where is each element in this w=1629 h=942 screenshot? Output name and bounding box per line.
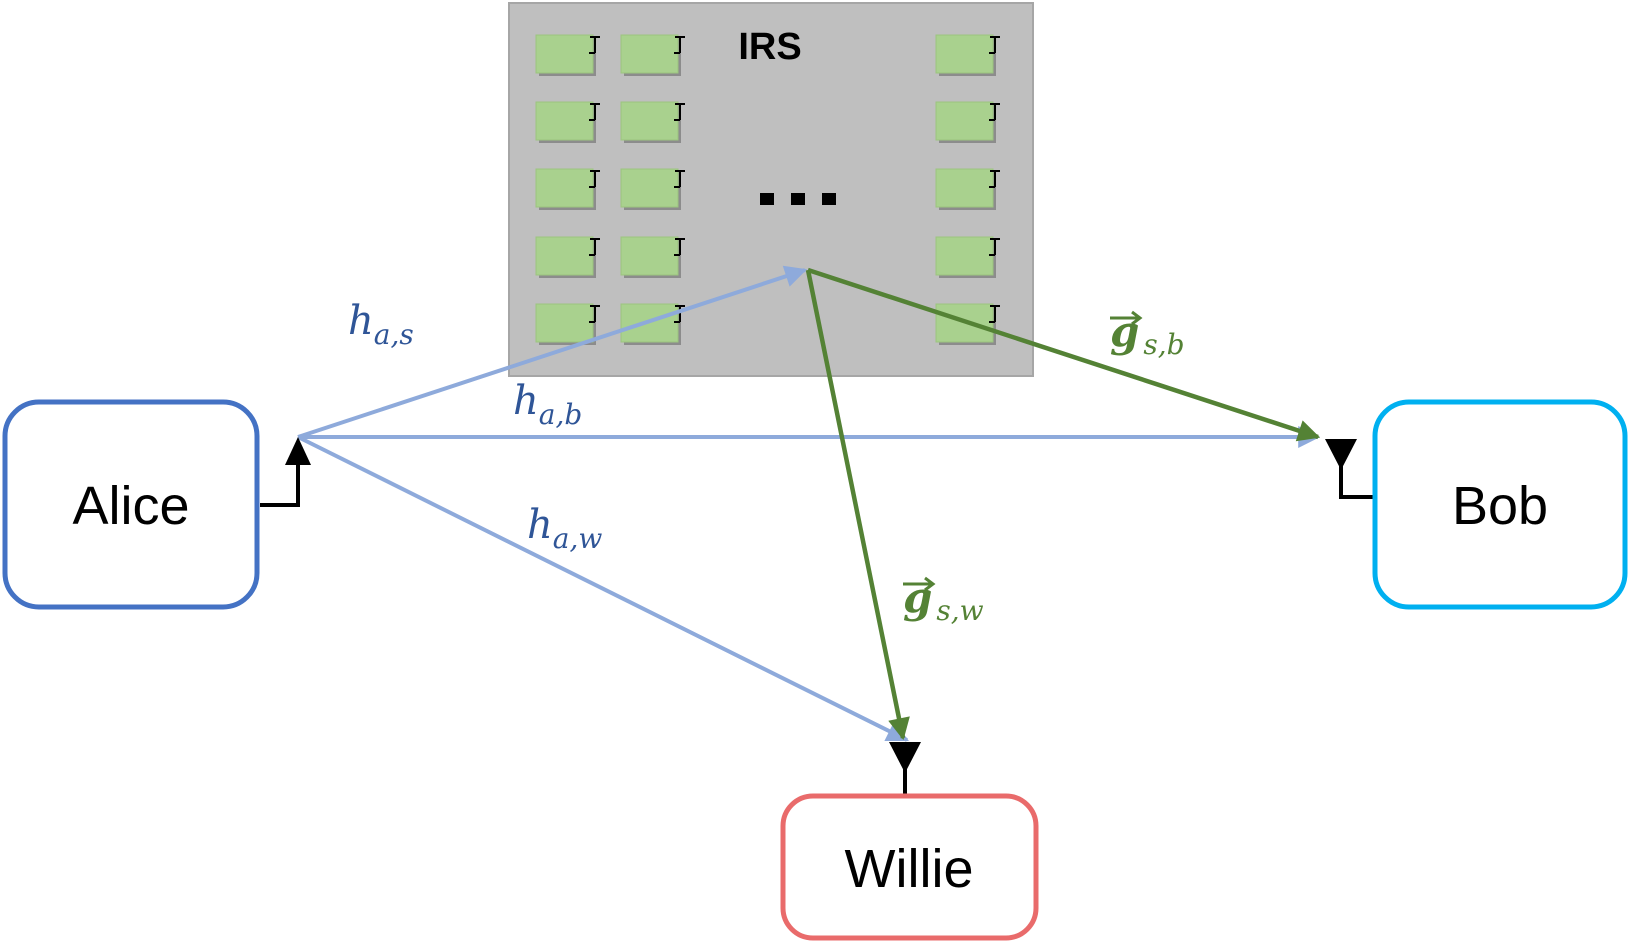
channel-h-ab-label: ha,b xyxy=(513,378,582,431)
irs-element xyxy=(620,34,685,76)
irs-element xyxy=(620,168,685,210)
channel-h-ab-sub: a,b xyxy=(539,398,583,431)
antenna-icon xyxy=(674,170,685,188)
irs-element xyxy=(620,236,685,278)
antenna-icon xyxy=(674,103,685,121)
irs-title: IRS xyxy=(738,26,801,68)
irs-element xyxy=(535,303,600,345)
irs-element xyxy=(935,303,1000,345)
antenna-icon xyxy=(589,170,600,188)
willie-antenna-icon xyxy=(889,742,921,795)
channel-g-sw-line xyxy=(805,269,910,741)
channel-h-aw-label: ha,w xyxy=(527,502,602,555)
irs-element xyxy=(535,168,600,210)
channel-g-sw-sub: s,w xyxy=(936,594,983,627)
irs-element xyxy=(620,101,685,143)
irs-element xyxy=(535,101,600,143)
antenna-icon xyxy=(674,36,685,54)
alice-antenna-icon xyxy=(260,437,311,507)
channel-g-sb-line xyxy=(807,267,1321,442)
irs-element xyxy=(535,34,600,76)
svg-text:gs,w: gs,w xyxy=(903,573,984,627)
svg-text:gs,b: gs,b xyxy=(1110,307,1185,361)
channel-h-aw-line xyxy=(297,435,909,742)
bob-node: Bob xyxy=(1372,399,1628,610)
antenna-icon xyxy=(674,238,685,256)
antenna-icon xyxy=(589,305,600,323)
antenna-icon xyxy=(589,36,600,54)
channel-h-as-line xyxy=(297,265,808,439)
bob-label: Bob xyxy=(1452,476,1548,536)
willie-node: Willie xyxy=(780,793,1039,941)
channel-h-as-main: h xyxy=(348,298,374,344)
antenna-icon xyxy=(989,238,1000,256)
vector-arrow-icon xyxy=(1110,310,1143,326)
antenna-icon xyxy=(589,103,600,121)
irs-element xyxy=(935,236,1000,278)
antenna-icon xyxy=(989,170,1000,188)
channel-h-as-sub: a,s xyxy=(374,318,414,351)
channel-h-aw-sub: a,w xyxy=(553,522,603,555)
channel-h-aw-main: h xyxy=(527,502,553,548)
antenna-icon xyxy=(989,36,1000,54)
antenna-icon xyxy=(989,305,1000,323)
channel-g-sw-main: g xyxy=(903,573,932,622)
alice-node: Alice xyxy=(2,399,260,610)
channel-g-sb-sub: s,b xyxy=(1143,328,1184,361)
antenna-icon xyxy=(989,103,1000,121)
irs-element xyxy=(935,34,1000,76)
antenna-icon xyxy=(589,238,600,256)
irs-panel: IRS ... xyxy=(508,2,1034,377)
channel-h-as-label: ha,s xyxy=(348,298,414,351)
bob-antenna-icon xyxy=(1325,439,1380,499)
antenna-icon xyxy=(674,305,685,323)
willie-label: Willie xyxy=(845,839,974,899)
irs-element xyxy=(935,168,1000,210)
alice-label: Alice xyxy=(72,476,189,536)
irs-ellipsis xyxy=(760,193,836,205)
channel-g-sb-main: g xyxy=(1110,307,1139,356)
vector-arrow-icon xyxy=(903,576,936,592)
irs-element xyxy=(535,236,600,278)
channel-h-ab-main: h xyxy=(513,378,539,424)
irs-element xyxy=(935,101,1000,143)
irs-element xyxy=(620,303,685,345)
